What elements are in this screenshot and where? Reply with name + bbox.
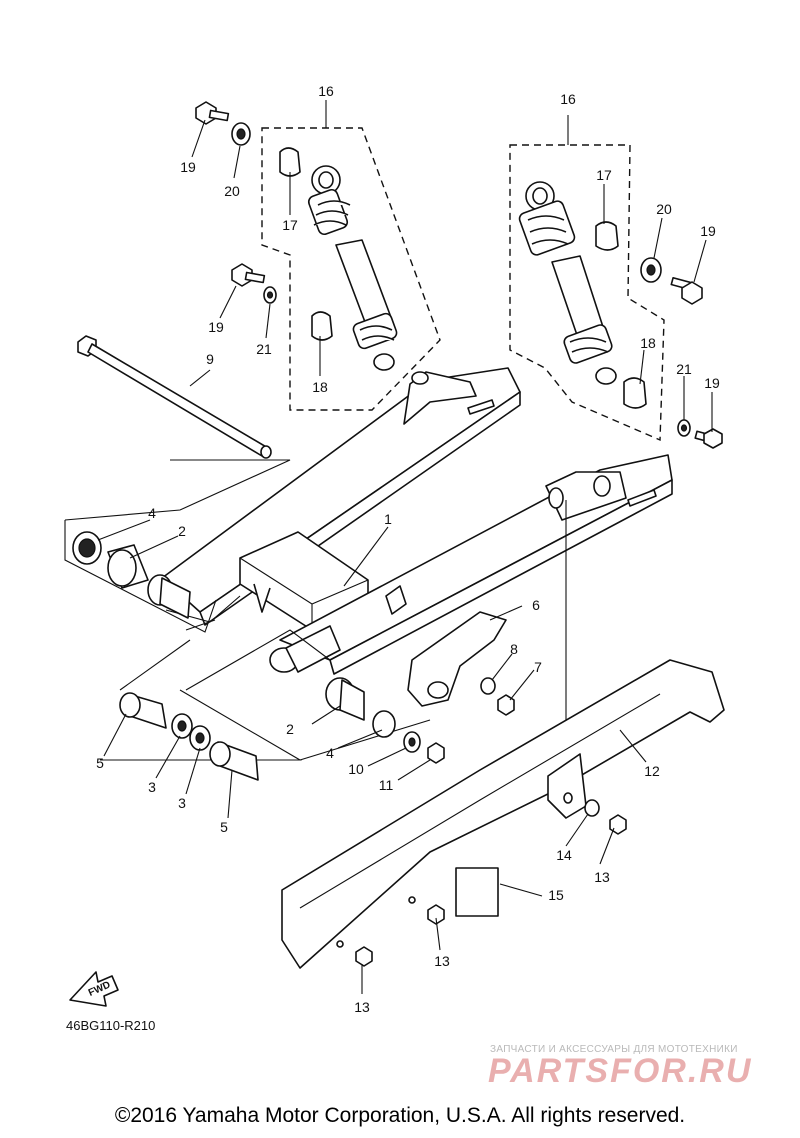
callout-4-left: 4	[148, 505, 156, 521]
pivot-shaft	[64, 335, 291, 521]
part-code: 46BG110-R210	[66, 1018, 155, 1033]
callout-15: 15	[548, 887, 564, 903]
callout-numbers: 16 16 19 20 17 17 20 19 19 21 9 18 18 21…	[96, 83, 720, 1015]
left-bushings	[64, 520, 217, 633]
callout-20-right: 20	[656, 201, 672, 217]
callout-12: 12	[644, 763, 660, 779]
callout-17-left: 17	[282, 217, 298, 233]
callout-3-right: 3	[178, 795, 186, 811]
shock-absorber-left	[261, 100, 441, 411]
right-pivot-parts	[185, 629, 445, 764]
callout-13-bottom: 13	[354, 999, 370, 1015]
callout-20-left: 20	[224, 183, 240, 199]
callout-11: 11	[379, 777, 394, 793]
callout-4-right: 4	[326, 745, 334, 761]
callout-9: 9	[206, 351, 214, 367]
shock-absorber-right	[509, 115, 665, 442]
callout-2-right: 2	[286, 721, 294, 737]
callout-5-left: 5	[96, 755, 104, 771]
callout-19-top-right: 19	[700, 223, 716, 239]
watermark-tagline: ЗАПЧАСТИ И АКСЕССУАРЫ ДЛЯ МОТОТЕХНИКИ	[490, 1044, 738, 1055]
callout-19-right: 19	[704, 375, 720, 391]
callout-19-top-left: 19	[180, 159, 196, 175]
callout-14: 14	[556, 847, 572, 863]
callout-13-mid: 13	[434, 953, 450, 969]
callout-21-left: 21	[256, 341, 272, 357]
callout-18-left: 18	[312, 379, 328, 395]
swingarm	[161, 367, 673, 790]
callout-21-right: 21	[676, 361, 692, 377]
callout-10: 10	[348, 761, 364, 777]
callout-16-left: 16	[318, 83, 334, 99]
fwd-arrow-icon: FWD	[69, 971, 119, 1007]
callout-17-right: 17	[596, 167, 612, 183]
callout-1: 1	[384, 511, 392, 527]
copyright-footer: ©2016 Yamaha Motor Corporation, U.S.A. A…	[114, 1104, 686, 1127]
chain-case	[281, 659, 725, 969]
callout-18-right: 18	[640, 335, 656, 351]
callout-3-left: 3	[148, 779, 156, 795]
callout-13-right: 13	[594, 869, 610, 885]
chain-guide-bracket	[407, 611, 515, 716]
watermark-logo: PARTSFOR.RU	[488, 1052, 753, 1090]
callout-7: 7	[534, 659, 542, 675]
callout-2-left: 2	[178, 523, 186, 539]
callout-16-right: 16	[560, 91, 576, 107]
upper-fasteners	[195, 101, 723, 449]
callout-6: 6	[532, 597, 540, 613]
leader-lines	[97, 119, 713, 994]
callout-5-right: 5	[220, 819, 228, 835]
callout-8: 8	[510, 641, 518, 657]
callout-19-mid-left: 19	[208, 319, 224, 335]
